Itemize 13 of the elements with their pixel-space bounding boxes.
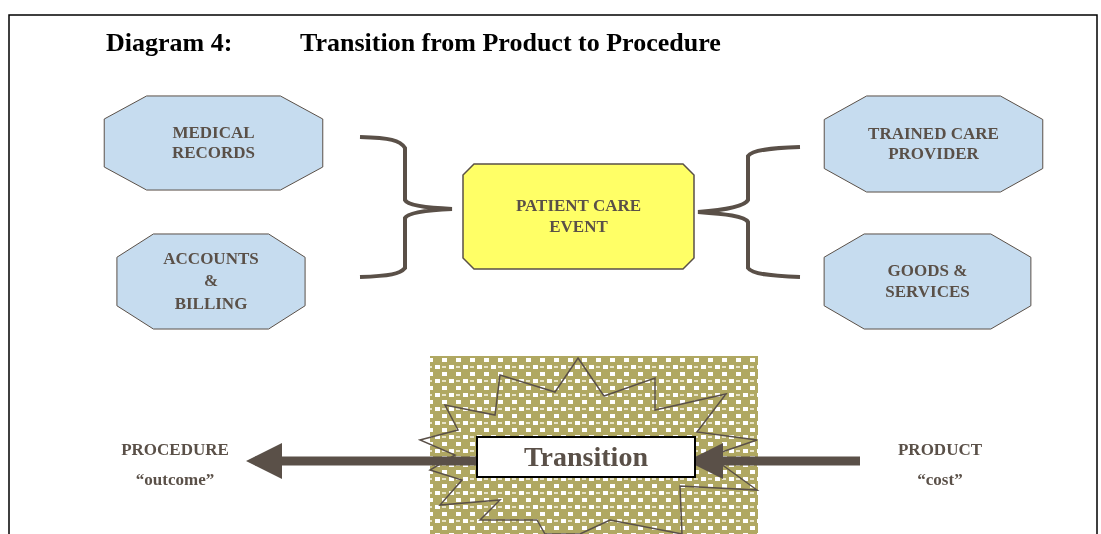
diagram-title: Transition from Product to Procedure [300,28,721,58]
transition-box [476,436,696,478]
node-label: Transition [524,440,648,474]
node-label: GOODS & SERVICES [884,261,971,302]
node-label: MEDICAL RECORDS [170,122,257,164]
node-heading: PROCEDURE [121,439,229,460]
node-label: PATIENT CARE EVENT [514,196,643,237]
node-label: TRAINED CARE PROVIDER [867,123,1000,165]
node-subtext: “cost” [917,470,963,491]
node-heading: PRODUCT [897,439,983,460]
diagram-label: Diagram 4: [106,28,233,58]
node-label: ACCOUNTS & BILLING [163,248,259,315]
node-subtext: “outcome” [135,470,215,491]
